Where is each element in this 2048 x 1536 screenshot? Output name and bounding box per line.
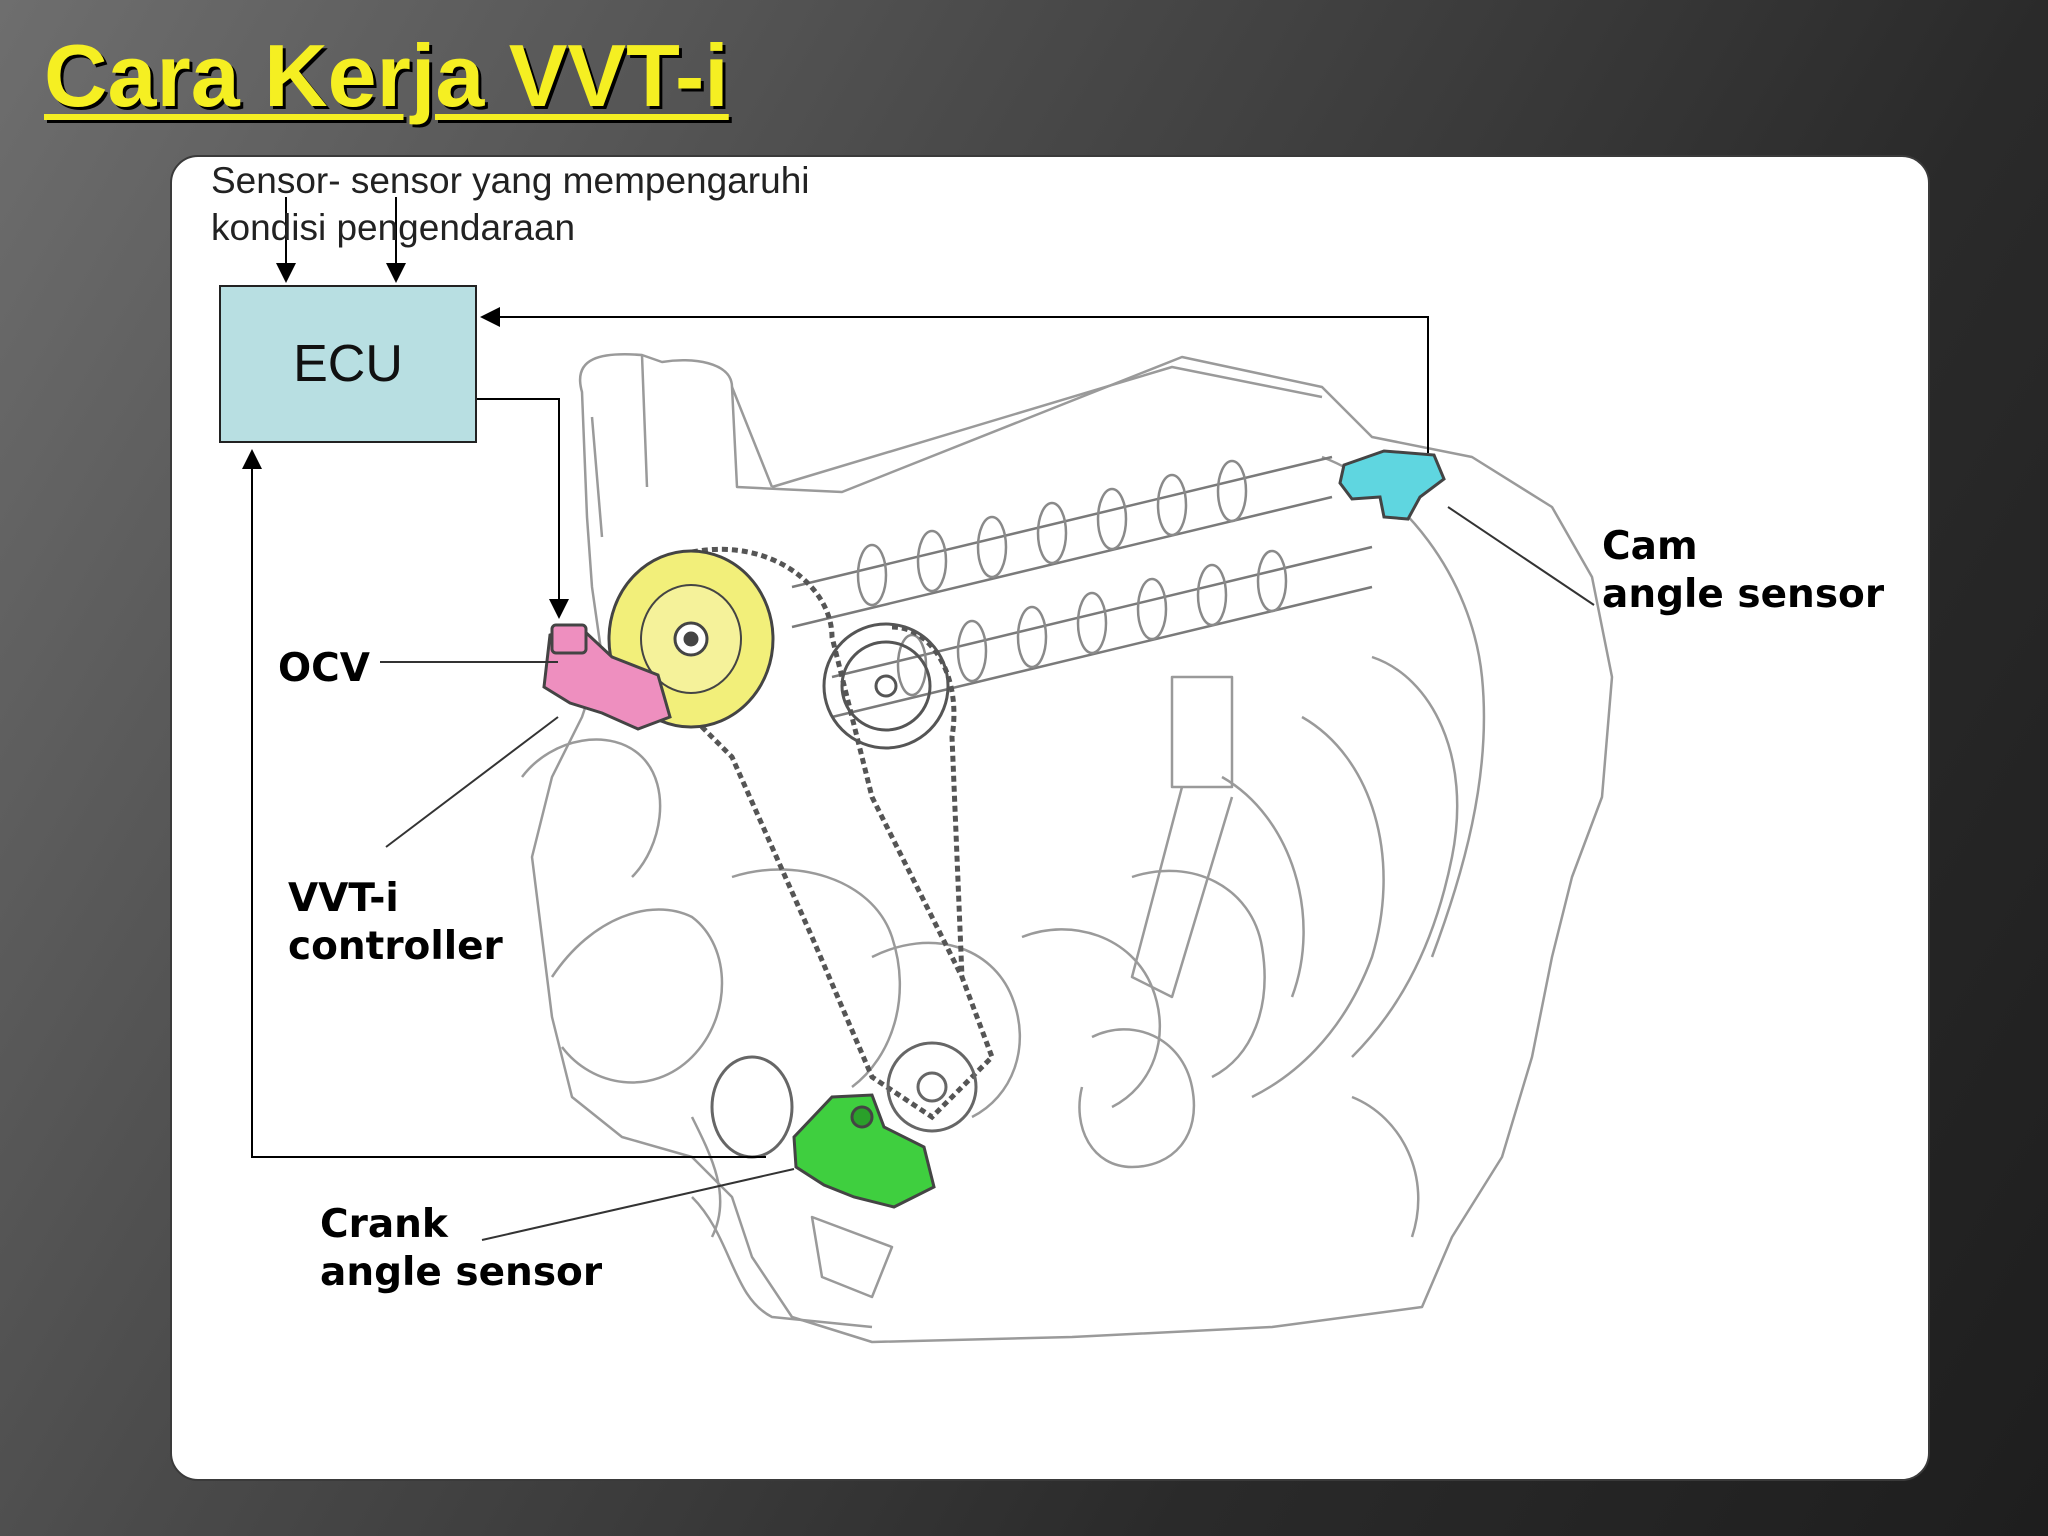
ocv-label: OCV: [278, 646, 370, 691]
sensor-note-line1: Sensor- sensor yang mempengaruhi: [211, 160, 810, 201]
camshafts: [791, 455, 1373, 719]
cam-label-line2: angle sensor: [1602, 572, 1885, 617]
signal-lines: [242, 197, 1429, 1158]
timing-chain: [670, 546, 995, 1121]
exhaust-sprocket: [822, 622, 950, 750]
cam-sensor-part: [1338, 449, 1446, 521]
ecu-box: ECU: [219, 285, 477, 443]
crank-angle-sensor-label: Crank angle sensor: [320, 1201, 602, 1297]
sensor-note: Sensor- sensor yang mempengaruhi kondisi…: [211, 157, 931, 251]
slide-title: Cara Kerja VVT-i: [44, 26, 729, 125]
ecu-label: ECU: [293, 335, 403, 393]
sensor-note-line2: kondisi pengendaraan: [211, 207, 576, 248]
ocv-part: [542, 623, 672, 731]
vvti-controller-label: VVT-i controller: [288, 875, 503, 971]
vvti-label-line1: VVT-i: [288, 876, 399, 921]
crank-label-line1: Crank: [320, 1202, 448, 1247]
engine-diagram: [242, 197, 1614, 1344]
leader-lines: [380, 506, 1595, 1241]
crank-sensor-part: [792, 1093, 936, 1209]
diagram-panel: Sensor- sensor yang mempengaruhi kondisi…: [170, 155, 1930, 1481]
vvti-label-line2: controller: [288, 924, 503, 969]
cam-angle-sensor-label: Cam angle sensor: [1602, 523, 1884, 619]
cam-label-line1: Cam: [1602, 524, 1698, 569]
crank-label-line2: angle sensor: [320, 1250, 603, 1295]
